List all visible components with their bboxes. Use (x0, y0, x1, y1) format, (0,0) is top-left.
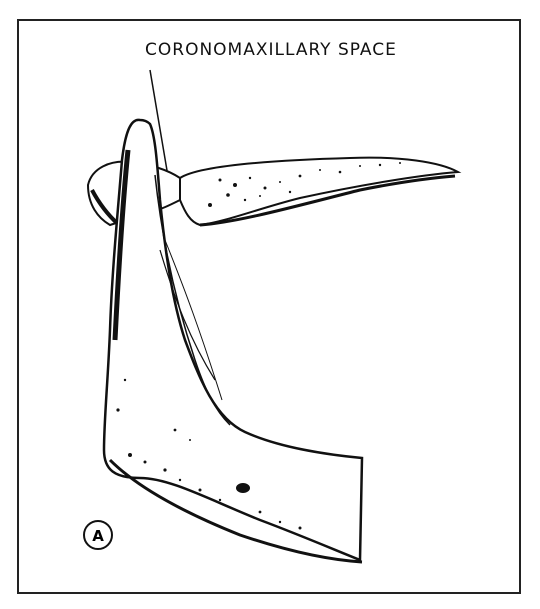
view-marker-letter: A (92, 527, 104, 545)
maxilla-shape (180, 158, 458, 225)
mental-foramen (236, 483, 250, 493)
